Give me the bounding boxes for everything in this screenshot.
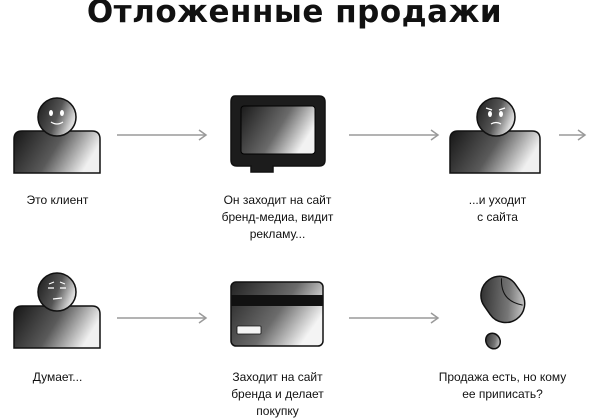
arrow-right-icon <box>117 129 208 141</box>
arrow-right-icon <box>349 312 440 324</box>
caption-purchase: Заходит на сайт бренда и делает покупку <box>231 370 324 418</box>
caption-question: Продажа есть, но кому ее приписать? <box>438 370 567 401</box>
step-purchase <box>229 280 325 350</box>
person-upset-icon <box>449 97 541 174</box>
caption-thinking: Думает... <box>32 370 83 384</box>
arrow-right-icon <box>559 129 587 141</box>
credit-card-icon <box>230 281 324 347</box>
page-title: Отложенные продажи <box>86 0 503 30</box>
step-question <box>470 272 530 352</box>
step-leaves <box>446 95 546 180</box>
person-neutral-icon <box>13 97 101 174</box>
caption-client: Это клиент <box>26 193 89 207</box>
step-thinking <box>10 270 105 355</box>
monitor-icon <box>230 95 326 173</box>
step-monitor <box>229 94 329 174</box>
arrow-right-icon <box>349 129 440 141</box>
caption-leaves: ...и уходит с сайта <box>468 193 527 224</box>
person-thinking-icon <box>13 272 101 349</box>
arrow-right-icon <box>117 312 208 324</box>
caption-monitor: Он заходит на сайт бренд-медиа, видит ре… <box>221 193 334 241</box>
question-mark-icon <box>480 275 526 350</box>
step-client <box>10 95 105 180</box>
